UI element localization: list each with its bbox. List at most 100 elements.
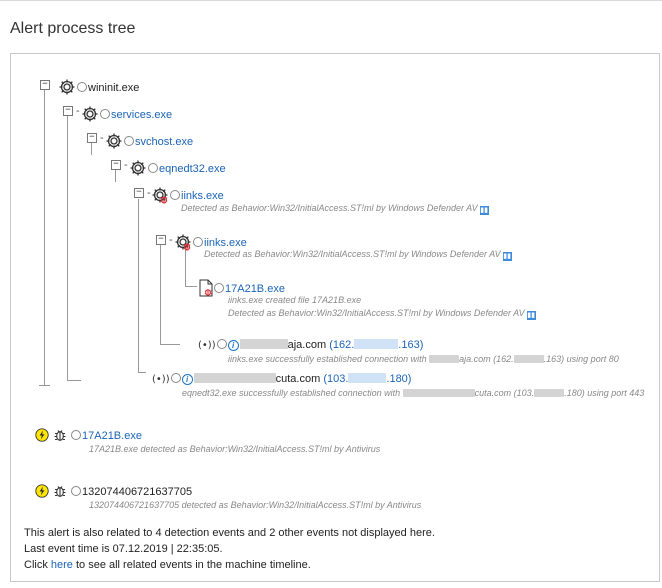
status-circle-icon	[77, 82, 87, 92]
tree-dash: -	[100, 132, 104, 144]
alert-detail-text: 17A21B.exe detected as Behavior:Win32/In…	[89, 444, 381, 454]
network-connection-icon: (•))	[198, 340, 216, 351]
info-icon[interactable]: i	[227, 340, 239, 351]
connection-text: eqnedt32.exe successfully established co…	[182, 388, 401, 398]
tree-line-l6	[185, 246, 186, 286]
alert-gear-icon	[151, 186, 169, 204]
redacted-domain	[193, 373, 276, 383]
alert-detail: 132074406721637705 detected as Behavior:…	[89, 499, 421, 511]
process-link-iinks-1[interactable]: iinks.exe	[181, 190, 224, 202]
tree-node-file-17a21b: 17A21B.exe	[199, 279, 285, 297]
collapse-toggle-eqnedt32[interactable]: −	[111, 160, 121, 170]
collapse-toggle-svchost[interactable]: −	[87, 133, 97, 143]
tree-node-services: services.exe	[81, 105, 172, 123]
file-created-detail: iinks.exe created file 17A21B.exe	[228, 294, 361, 306]
process-link-eqnedt32[interactable]: eqnedt32.exe	[159, 163, 226, 175]
tree-line-l2	[91, 143, 92, 155]
info-icon[interactable]: i	[181, 374, 193, 385]
tree-line-l4	[138, 199, 139, 372]
connection-text: .180) using port 443	[564, 388, 645, 398]
status-circle-icon	[124, 136, 134, 146]
related-events-text: This alert is also related to 4 detectio…	[24, 527, 435, 539]
detection-detail: Detected as Behavior:Win32/InitialAccess…	[204, 248, 512, 261]
alert-file-link[interactable]: 17A21B.exe	[82, 430, 142, 442]
alert-gear-icon	[174, 233, 192, 251]
tree-dash: -	[124, 159, 128, 171]
detection-detail: Detected as Behavior:Win32/InitialAccess…	[228, 307, 536, 320]
timeline-here-link[interactable]: here	[50, 559, 73, 571]
status-circle-icon	[214, 283, 224, 293]
file-link-17a21b[interactable]: 17A21B.exe	[225, 283, 285, 295]
alert-detail: 17A21B.exe detected as Behavior:Win32/In…	[89, 443, 380, 455]
redacted-domain	[429, 355, 460, 363]
ip-link[interactable]: (162. .163)	[329, 339, 423, 351]
domain-suffix: cuta.com	[275, 373, 321, 385]
redacted-domain	[239, 339, 288, 349]
process-link-iinks-2[interactable]: iinks.exe	[204, 237, 247, 249]
status-circle-icon	[71, 430, 81, 440]
defender-av-icon[interactable]: ▮▮	[526, 311, 536, 320]
ip-suffix: .180)	[386, 373, 412, 385]
alert-file-icon	[199, 279, 213, 297]
connection-text: cuta.com (103.	[474, 388, 535, 398]
gear-icon	[105, 132, 123, 150]
tree-dash: -	[76, 105, 80, 117]
domain-suffix: aja.com	[287, 339, 327, 351]
tree-node-svchost: svchost.exe	[105, 132, 193, 150]
tree-dash: -	[169, 234, 173, 246]
ip-link[interactable]: (103..180)	[323, 373, 411, 385]
tree-line-l4-end	[138, 372, 146, 373]
redacted-ip	[354, 339, 399, 349]
alert-name: 132074406721637705	[82, 486, 193, 498]
last-event-time: Last event time is 07.12.2019 | 22:35:05…	[24, 543, 223, 555]
warning-icon	[35, 484, 49, 498]
process-link-services[interactable]: services.exe	[111, 109, 173, 121]
redacted-ip	[534, 389, 565, 397]
tree-node-connection-1: (•)) i aja.com (162. .163)	[198, 338, 423, 353]
bug-icon	[53, 484, 67, 498]
warning-icon	[35, 428, 49, 442]
process-tree-panel: − − - − - − - − - − - wininit.exe servic…	[10, 53, 660, 582]
detection-detail: Detected as Behavior:Win32/InitialAccess…	[181, 202, 489, 215]
collapse-toggle-services[interactable]: −	[63, 106, 73, 116]
collapse-toggle-iinks-2[interactable]: −	[156, 235, 166, 245]
status-circle-icon	[148, 163, 158, 173]
click-prefix: Click	[24, 559, 51, 571]
tree-line-root	[44, 90, 45, 385]
process-link-svchost[interactable]: svchost.exe	[135, 136, 194, 148]
ip-prefix: (162.	[329, 339, 355, 351]
redacted-ip	[348, 373, 387, 383]
status-circle-icon	[100, 109, 110, 119]
collapse-toggle-iinks-1[interactable]: −	[134, 188, 144, 198]
tree-node-iinks-2: iinks.exe	[174, 233, 247, 251]
defender-av-icon[interactable]: ▮▮	[479, 206, 489, 215]
tree-line-l6-end	[185, 286, 197, 287]
ip-suffix: .163)	[398, 339, 424, 351]
timeline-link-line: Click here to see all related events in …	[24, 557, 311, 573]
collapse-toggle-wininit[interactable]: −	[40, 80, 50, 90]
status-circle-icon	[216, 339, 227, 349]
alert-detail-text: 132074406721637705 detected as Behavior:…	[89, 500, 422, 510]
tree-line-l1	[67, 116, 68, 380]
status-circle-icon	[170, 373, 181, 383]
tree-line-l5	[160, 244, 161, 344]
connection-text: aja.com (162.	[459, 354, 514, 364]
status-circle-icon	[170, 190, 180, 200]
redacted-ip	[513, 355, 544, 363]
gear-icon	[81, 105, 99, 123]
defender-av-icon[interactable]: ▮▮	[502, 252, 512, 261]
tree-node-wininit: wininit.exe	[58, 78, 139, 96]
redacted-domain	[402, 389, 475, 397]
tree-line-root-end	[39, 385, 50, 386]
process-name: wininit.exe	[88, 82, 140, 94]
alert-row-17a21b: 17A21B.exe	[35, 428, 142, 443]
tree-line-l3	[115, 170, 116, 182]
tree-dash: -	[147, 187, 151, 199]
status-circle-icon	[193, 237, 203, 247]
alert-row-132074406721637705: 132074406721637705	[35, 484, 192, 499]
connection-text: .163) using port 80	[543, 354, 619, 364]
network-connection-icon: (•))	[152, 374, 170, 385]
tree-node-connection-2: (•)) i cuta.com (103..180)	[152, 372, 411, 387]
detection-text: Detected as Behavior:Win32/InitialAccess…	[228, 308, 525, 318]
connection-detail: iinks.exe successfully established conne…	[228, 353, 619, 365]
